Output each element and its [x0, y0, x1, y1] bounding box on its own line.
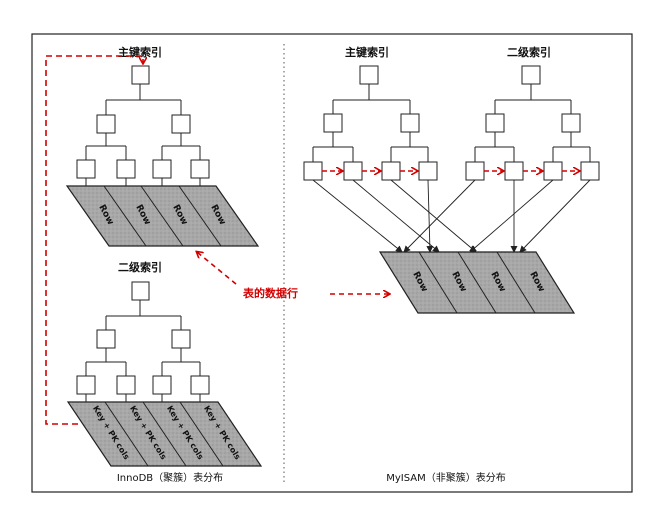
innodb-primary-leaf-node — [190, 159, 210, 179]
myisam-secondary-node — [561, 113, 581, 133]
myisam-primary-node — [400, 113, 420, 133]
myisam-primary-index-label: 主键索引 — [345, 45, 389, 59]
innodb-secondary-root-node — [131, 281, 150, 301]
innodb-primary-tree-lines — [85, 84, 201, 160]
innodb-secondary-index-label: 二级索引 — [118, 260, 162, 274]
innodb-panel: 主键索引 — [45, 45, 263, 484]
innodb-primary-leaf-node — [152, 159, 172, 179]
innodb-secondary-leaf-node — [190, 375, 210, 395]
innodb-secondary-leaf-node — [152, 375, 172, 395]
innodb-primary-root-node — [131, 65, 150, 85]
innodb-secondary-node — [96, 329, 116, 349]
myisam-secondary-index-label: 二级索引 — [507, 45, 551, 59]
myisam-secondary-root-node — [521, 65, 541, 85]
myisam-primary-tree-lines — [312, 84, 429, 162]
innodb-secondary-rows: Key + PK cols Key + PK cols Key + PK col… — [66, 401, 263, 467]
data-rows-label: 表的数据行 — [242, 286, 298, 300]
myisam-primary-leaf-node — [418, 161, 438, 181]
myisam-primary-leaf-node — [343, 161, 363, 181]
innodb-secondary-leaf-node — [76, 375, 96, 395]
myisam-secondary-node — [485, 113, 505, 133]
data-rows-annotation: 表的数据行 — [197, 252, 389, 300]
innodb-primary-rows: Row Row Row Row — [65, 185, 260, 247]
myisam-primary-leaf-node — [381, 161, 401, 181]
innodb-primary-leaf-node — [116, 159, 136, 179]
innodb-pk-lookup-arrow — [45, 55, 143, 425]
myisam-rows: Row Row Row Row — [378, 251, 576, 314]
myisam-secondary-leaf-node — [504, 161, 524, 181]
innodb-secondary-leaf-stems — [85, 394, 201, 402]
innodb-primary-leaf-stems — [85, 178, 201, 186]
innodb-primary-node — [171, 114, 191, 134]
outer-frame — [31, 33, 633, 493]
myisam-primary-leaf-node — [303, 161, 323, 181]
myisam-panel: 主键索引 二级索引 — [303, 45, 600, 484]
innodb-primary-leaf-node — [76, 159, 96, 179]
myisam-row-pointers — [312, 179, 591, 253]
myisam-secondary-leaf-node — [543, 161, 563, 181]
myisam-primary-root-node — [359, 65, 379, 85]
myisam-caption: MyISAM（非聚簇）表分布 — [386, 471, 506, 484]
annotation-arrow-to-innodb — [197, 252, 237, 285]
myisam-secondary-leaf-node — [465, 161, 485, 181]
innodb-caption: InnoDB（聚簇）表分布 — [117, 471, 223, 484]
innodb-primary-node — [96, 114, 116, 134]
myisam-primary-node — [323, 113, 343, 133]
innodb-primary-index-label: 主键索引 — [118, 45, 162, 59]
myisam-secondary-leaf-node — [580, 161, 600, 181]
innodb-secondary-node — [171, 329, 191, 349]
innodb-secondary-tree-lines — [85, 300, 201, 376]
myisam-secondary-tree-lines — [474, 84, 591, 162]
innodb-secondary-leaf-node — [116, 375, 136, 395]
